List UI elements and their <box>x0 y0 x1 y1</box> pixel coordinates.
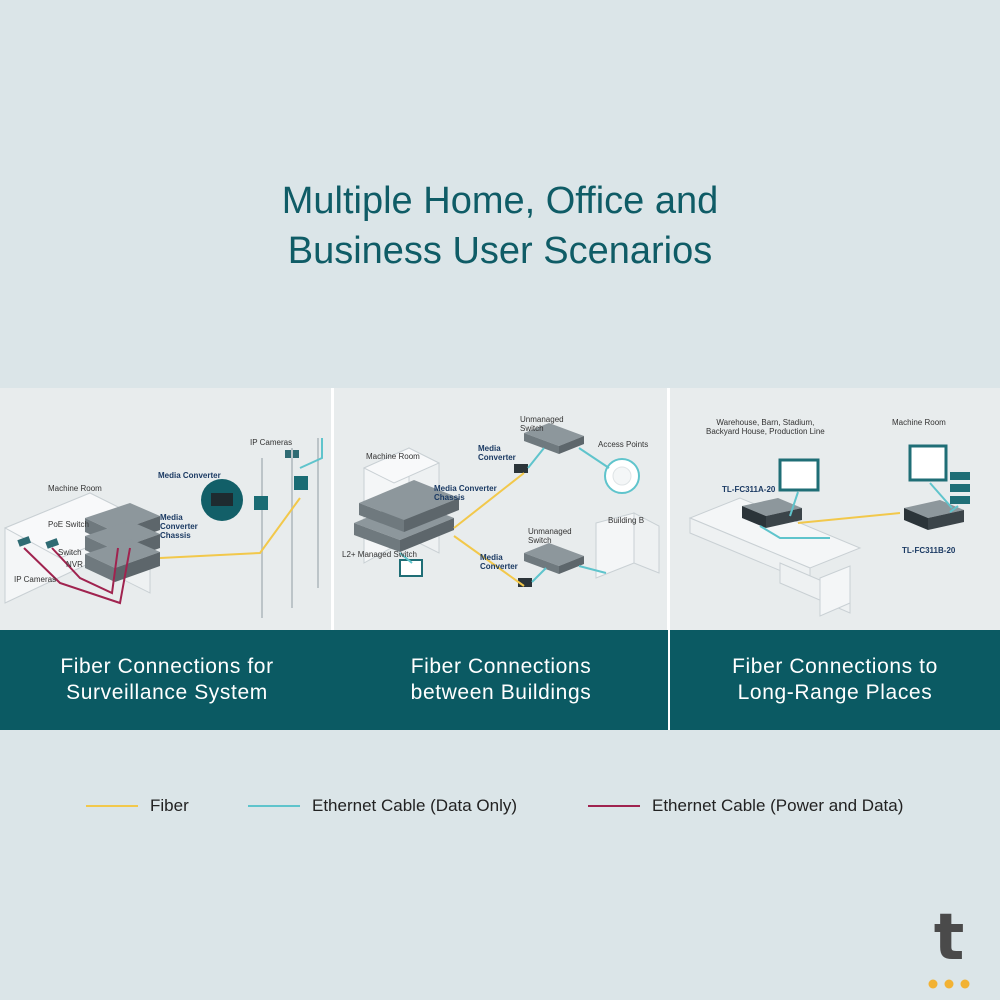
label-machine-room: Machine Room <box>48 484 102 493</box>
panel-buildings: Machine Room Unmanaged Switch Media Conv… <box>334 388 668 630</box>
caption-long-range: Fiber Connections to Long-Range Places <box>670 630 1000 730</box>
label-building-b: Building B <box>608 516 645 525</box>
legend-item-fiber: Fiber <box>86 795 189 817</box>
label-chassis: Media Converter Chassis <box>160 513 198 540</box>
legend-label: Fiber <box>150 796 189 815</box>
buildings-diagram <box>354 423 660 587</box>
caption-buildings: Fiber Connections between Buildings <box>334 630 668 730</box>
caption-line-2: between Buildings <box>410 681 592 704</box>
brand-logo: t <box>926 906 972 990</box>
fiber-swatch <box>86 805 138 807</box>
label-unmanaged-switch-top: Unmanaged Switch <box>520 415 564 433</box>
label-places: Warehouse, Barn, Stadium, Backyard House… <box>706 418 825 436</box>
label-chassis: Media Converter Chassis <box>434 484 497 502</box>
fiber-line <box>453 472 525 529</box>
caption-line-1: Fiber Connections <box>410 655 592 678</box>
label-places-line-2: Backyard House, Production Line <box>706 427 825 436</box>
label-machine-room: Machine Room <box>892 418 946 427</box>
label-places-line-1: Warehouse, Barn, Stadium, <box>716 418 815 427</box>
ethernet-data-line <box>789 491 799 517</box>
camera-poles <box>261 438 319 618</box>
legend-item-ethernet-data: Ethernet Cable (Data Only) <box>248 795 517 817</box>
ethernet-data-line <box>299 438 323 469</box>
logo-letter: t <box>933 901 965 975</box>
label-media-converter-top: Media Converter <box>478 444 516 462</box>
ethernet-data-line <box>578 447 610 469</box>
monitor-icon <box>399 559 423 577</box>
page-title: Multiple Home, Office and Business User … <box>0 176 1000 276</box>
label-l2-switch: L2+ Managed Switch <box>342 550 417 559</box>
monitor-icon <box>778 458 820 492</box>
title-line-2: Business User Scenarios <box>287 230 713 272</box>
ethernet-power-line <box>23 547 131 605</box>
label-nvr: NVR <box>66 560 83 569</box>
label-access-points: Access Points <box>598 440 649 449</box>
ethernet-power-swatch <box>588 805 640 807</box>
divider-1 <box>331 388 334 730</box>
caption-line-2: Long-Range Places <box>737 681 933 704</box>
caption-line-2: Surveillance System <box>66 681 268 704</box>
long-range-diagram <box>688 444 970 617</box>
logo-dots <box>928 979 970 989</box>
label-ip-cameras-left: IP Cameras <box>14 575 57 584</box>
label-ip-cameras-top: IP Cameras <box>250 438 293 447</box>
label-unmanaged-switch-bottom: Unmanaged Switch <box>528 527 572 545</box>
legend-label: Ethernet Cable (Power and Data) <box>652 796 904 815</box>
caption-surveillance: Fiber Connections for Surveillance Syste… <box>0 630 334 730</box>
panel-long-range: Warehouse, Barn, Stadium, Backyard House… <box>670 388 1000 630</box>
panel-surveillance: Machine Room PoE Switch Switch NVR IP Ca… <box>0 388 334 630</box>
label-media-converter-bottom: Media Converter <box>480 553 518 571</box>
fiber-line <box>797 512 901 524</box>
fiber-line <box>159 497 301 559</box>
divider-2 <box>667 388 670 730</box>
label-machine-room: Machine Room <box>366 452 420 461</box>
equipment-stack <box>85 503 160 582</box>
label-poe-switch: PoE Switch <box>48 520 89 529</box>
label-media-converter: Media Converter <box>158 471 221 480</box>
legend-item-ethernet-power: Ethernet Cable (Power and Data) <box>588 795 903 817</box>
caption-line-1: Fiber Connections for <box>60 655 274 678</box>
label-switch: Switch <box>58 548 82 557</box>
caption-line-1: Fiber Connections to <box>732 655 938 678</box>
legend-label: Ethernet Cable (Data Only) <box>312 796 518 815</box>
label-tl-b: TL-FC311B-20 <box>902 546 956 555</box>
label-tl-a: TL-FC311A-20 <box>722 485 776 494</box>
production-line-illustration <box>688 497 862 617</box>
ethernet-data-swatch <box>248 805 300 807</box>
title-line-1: Multiple Home, Office and <box>281 180 719 222</box>
surveillance-diagram <box>3 438 323 618</box>
